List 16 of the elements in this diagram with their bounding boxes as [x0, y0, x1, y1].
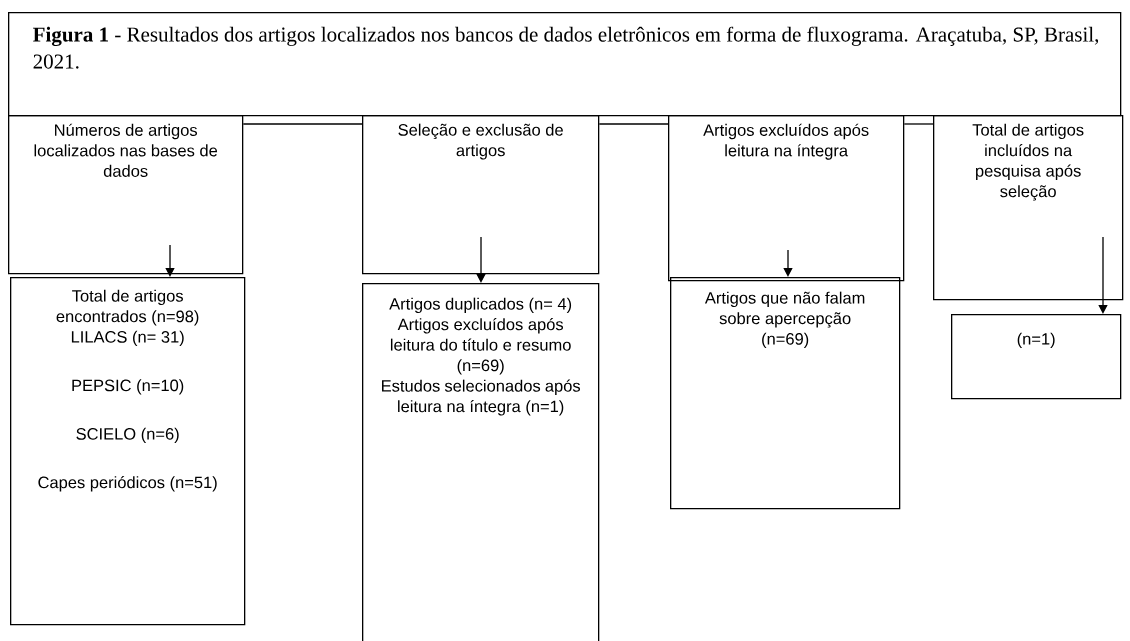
connector-line: [598, 123, 669, 125]
process-box: Seleção e exclusão de artigos: [362, 115, 600, 275]
caption-box: Figura 1 - Resultados dos artigos localizados nos bancos de dados eletrônicos em forma de fluxograma. Araçatuba, SP, Brasil, 2021.: [8, 12, 1122, 117]
process-box: Artigos excluídos após leitura na íntegra: [668, 115, 905, 282]
process-box: (n=1): [951, 314, 1122, 400]
process-box: Total de artigos encontrados (n=98) LILACS (n= 31) PEPSIC (n=10) SCIELO (n=6) Capes periódicos (n=51): [10, 277, 246, 626]
process-box: Números de artigos localizados nas bases de dados: [8, 115, 244, 275]
arrow: [1098, 236, 1108, 314]
arrow: [165, 244, 175, 277]
process-box: Artigos duplicados (n= 4) Artigos excluídos após leitura do título e resumo (n=69) Estudos selecionados após leitura na íntegra (n=1): [362, 283, 600, 641]
arrow: [783, 249, 793, 277]
process-box: Total de artigos incluídos na pesquisa após seleção: [933, 115, 1124, 301]
connector-line: [903, 123, 934, 125]
arrow: [476, 236, 486, 283]
process-box: Artigos que não falam sobre apercepção (n=69): [670, 277, 901, 510]
connector-line: [242, 123, 363, 125]
